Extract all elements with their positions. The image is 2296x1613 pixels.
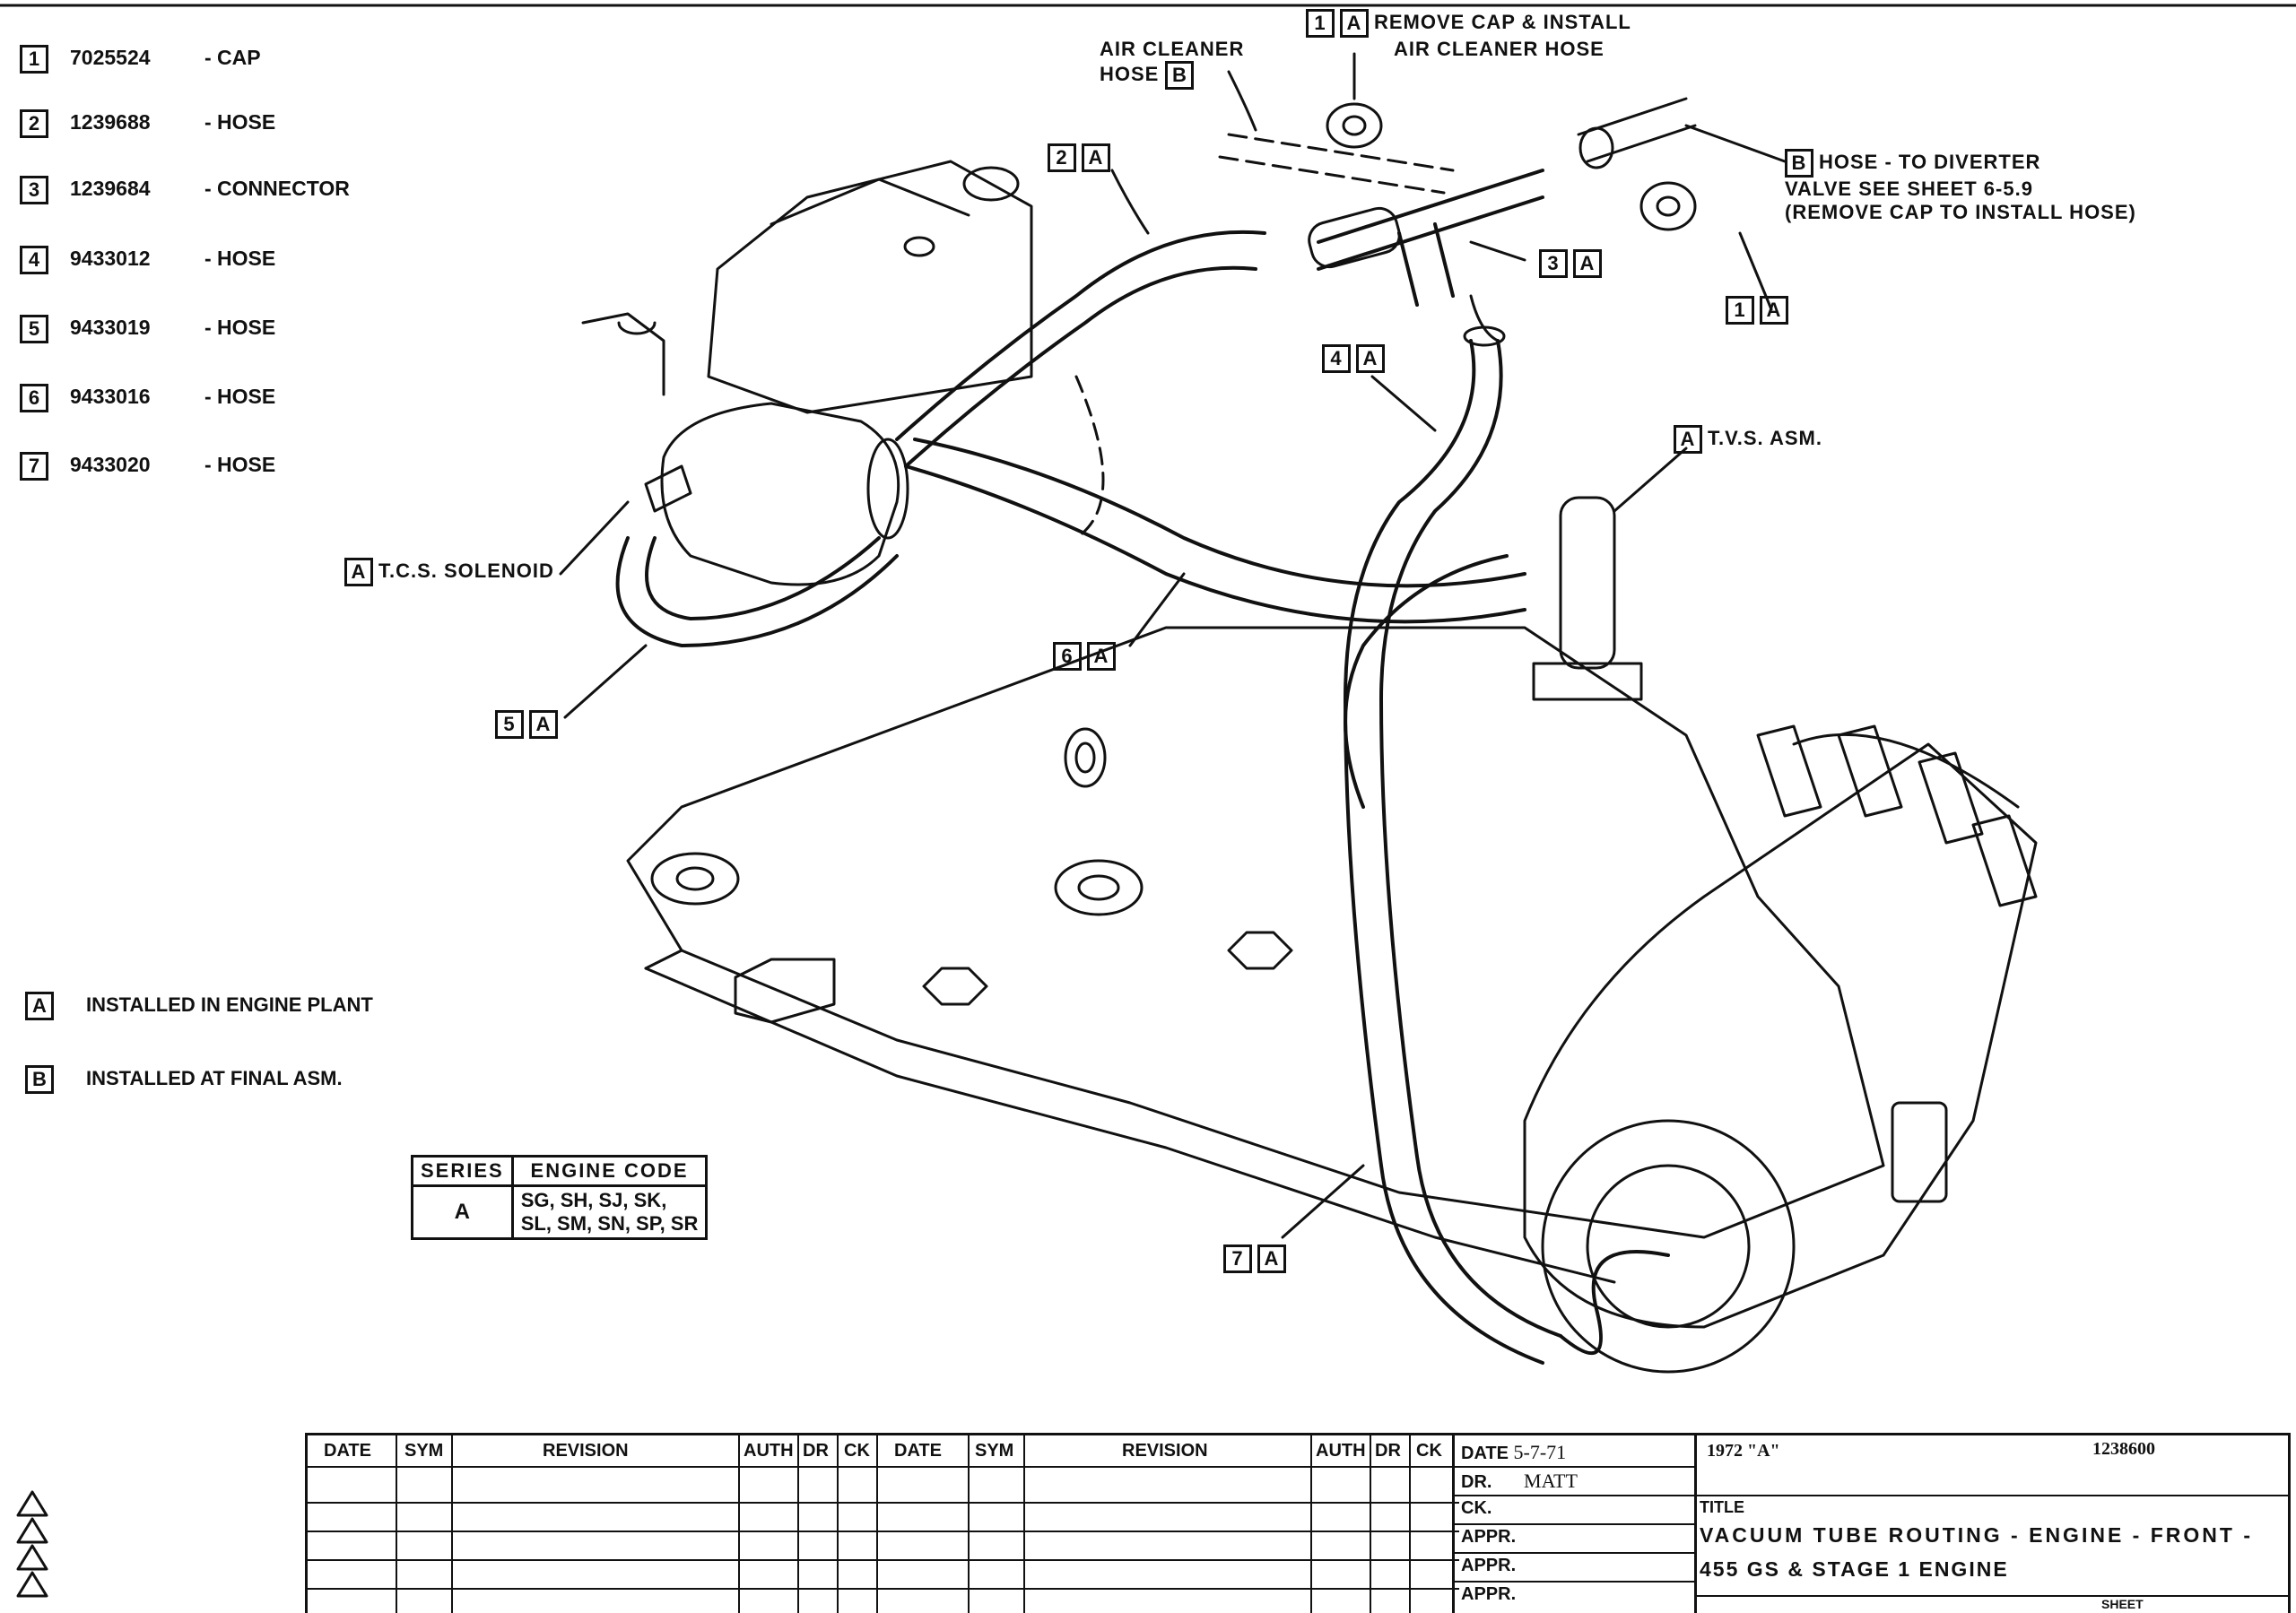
approval-2: APPR. [1461,1556,1517,1575]
carb-stud [962,166,1020,202]
bolt-lower [922,967,988,1006]
manifold-port-left [650,852,740,906]
engine-code-header: ENGINE CODE [510,1155,709,1187]
approval-date: DATE 5-7-71 [1461,1441,1567,1463]
manifold-port-center [1054,859,1144,916]
cap-upper [1326,102,1383,149]
approval-checked: CK. [1461,1498,1492,1518]
distributor-vac-advance [1891,1101,1948,1203]
rev-header-ck: CK [844,1441,870,1461]
rev-header-sym: SYM [404,1441,444,1461]
intake-manifold [626,626,1885,1239]
hose-2 [895,230,1266,441]
model-year: 1972 "A" [1707,1441,1780,1461]
engine-codes: SG, SH, SJ, SK, SL, SM, SN, SP, SR [510,1184,709,1240]
series-value: A [411,1184,514,1240]
hose-7 [1344,554,1509,809]
series-engine-code-table: SERIES ENGINE CODE A SG, SH, SJ, SK, SL,… [411,1155,709,1240]
rev-header-sym-2: SYM [975,1441,1014,1461]
rev-header-ck-2: CK [1416,1441,1442,1461]
distributor-tower-3 [1918,751,1984,845]
approval-3: APPR. [1461,1584,1517,1604]
revision-triangle-1 [16,1490,48,1517]
revision-triangle-2 [16,1517,48,1544]
hose-6 [904,464,1526,624]
distributor-tower-1 [1756,724,1822,818]
air-cleaner-hose-label: AIR CLEANER HOSE B [1100,38,1244,90]
cap-right [1639,181,1697,231]
connector-3 [1317,169,1544,307]
title-block: DATE SYM REVISION AUTH DR CK DATE SYM RE… [305,1433,2291,1613]
distributor [1523,742,2038,1329]
distributor-tower-4 [1971,814,2038,907]
approval-1: APPR. [1461,1527,1517,1547]
approval-drawn: DR. MATT [1461,1470,1578,1492]
hose-7-loop [1559,1250,1670,1356]
rev-header-auth: AUTH [744,1441,794,1461]
rev-header-revision: REVISION [543,1441,629,1461]
sheet-label: SHEET [2101,1597,2144,1611]
series-header: SERIES [411,1155,514,1187]
tvs-switch [1559,496,1616,670]
rev-header-dr-2: DR [1375,1441,1401,1461]
revision-triangle-3 [16,1544,48,1571]
rev-header-date: DATE [324,1441,371,1461]
drawing-number: 1238600 [2092,1439,2155,1459]
rev-header-auth-2: AUTH [1316,1441,1366,1461]
title-label: TITLE [1700,1498,1744,1516]
title-line-1: VACUUM TUBE ROUTING - ENGINE - FRONT - [1700,1523,2253,1547]
hose-5 [615,536,899,647]
air-cleaner-hose [1218,133,1455,195]
manifold-threaded-hole [1064,727,1107,788]
hose-4 [1344,339,1544,1365]
tcs-solenoid [660,402,900,586]
distributor-tower-2 [1837,724,1903,818]
rev-header-date-2: DATE [894,1441,942,1461]
revision-triangle-4 [16,1571,48,1598]
bolt-mid [1227,931,1293,970]
carburetor-base [707,160,1033,414]
rev-header-revision-2: REVISION [1122,1441,1208,1461]
title-line-2: 455 GS & STAGE 1 ENGINE [1700,1557,2009,1581]
rev-header-dr: DR [803,1441,829,1461]
diverter-hose [1577,97,1697,163]
